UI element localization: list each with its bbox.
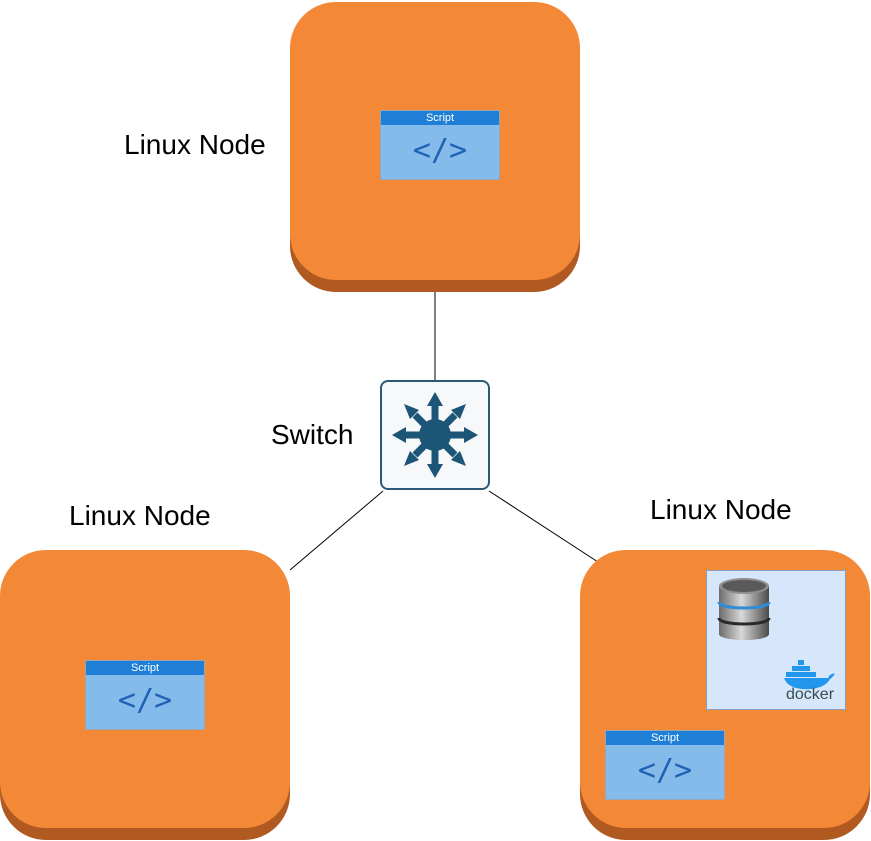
script-block-top[interactable]: Script </>: [380, 110, 500, 180]
database-icon: [717, 578, 771, 640]
node-label-right: Linux Node: [650, 494, 792, 525]
script-block-left[interactable]: Script </>: [85, 660, 205, 730]
link-switch-right-node: [488, 490, 599, 563]
docker-wordmark: docker: [786, 686, 835, 703]
docker-icon: [784, 660, 835, 690]
switch-icon: [392, 392, 478, 478]
switch-label: Switch: [271, 419, 354, 450]
node-label-left: Linux Node: [69, 500, 211, 531]
script-title: Script: [86, 661, 204, 675]
network-switch[interactable]: [380, 380, 490, 490]
link-switch-left-node: [289, 490, 384, 571]
node-label-top: Linux Node: [124, 129, 266, 160]
code-icon: </>: [637, 753, 693, 788]
script-title: Script: [606, 731, 724, 745]
code-icon: </>: [117, 683, 173, 718]
script-block-right[interactable]: Script </>: [605, 730, 725, 800]
code-icon: </>: [412, 133, 468, 168]
script-title: Script: [381, 111, 499, 125]
